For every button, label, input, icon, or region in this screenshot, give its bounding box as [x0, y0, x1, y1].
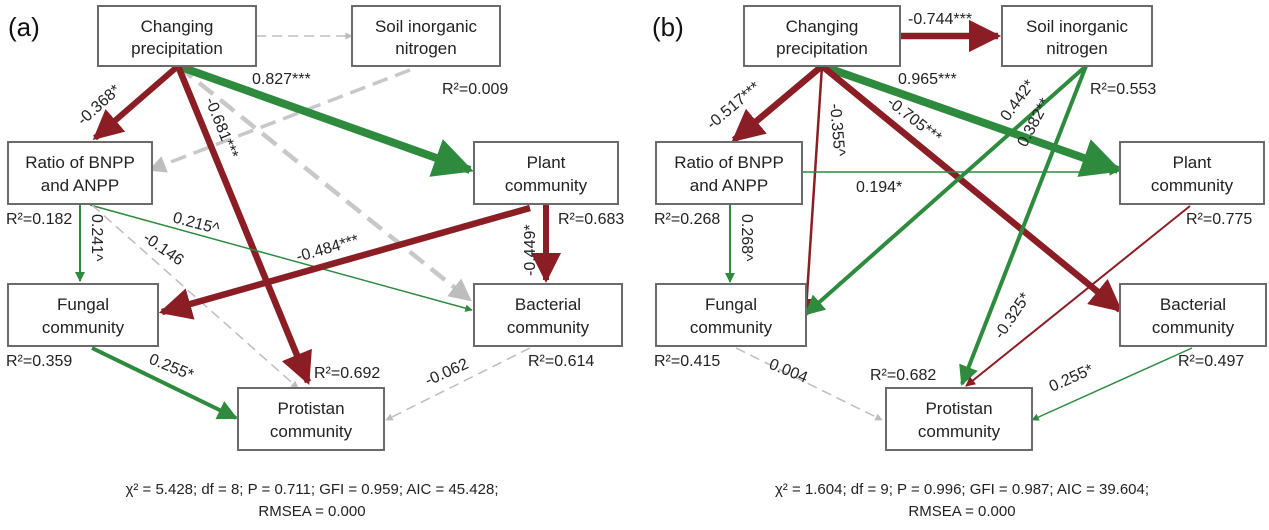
r2-b-plant: R²=0.775 [1186, 211, 1252, 228]
r2-a-protist: R²=0.692 [314, 365, 380, 382]
svg-text:precipitation: precipitation [131, 39, 223, 58]
node-b-ratio: Ratio of BNPP and ANPP [655, 141, 803, 205]
svg-text:community: community [507, 318, 590, 337]
node-b-soil: Soil inorganic nitrogen [1001, 5, 1153, 67]
node-a-protist: Protistan community [237, 387, 385, 451]
node-a-plant: Plant community [473, 141, 619, 205]
coef-a-ratio-fungal: 0.241^ [88, 214, 105, 262]
svg-text:community: community [1151, 176, 1234, 195]
svg-text:community: community [42, 318, 125, 337]
r2-a-ratio: R²=0.182 [6, 211, 72, 228]
path-a-precip-protist [174, 64, 312, 386]
panel-a-label: (a) [8, 12, 40, 42]
node-b-bacterial: Bacterial community [1119, 283, 1267, 347]
panel-a: (a) -0.368* 0.827*** -0.681*** 0.241^ 0.… [6, 5, 624, 520]
coef-a-plant-bacterial: -0.449* [522, 224, 539, 276]
panel-a-paths [75, 32, 561, 421]
svg-text:and ANPP: and ANPP [41, 176, 119, 195]
coef-b-precip-soil: -0.744*** [908, 11, 972, 28]
path-b-precip-plant [820, 62, 1122, 177]
coef-b-precip-fungal: -0.355^ [826, 103, 848, 158]
svg-text:precipitation: precipitation [776, 39, 868, 58]
path-a-precip-ratio [92, 63, 180, 141]
panel-b-label: (b) [652, 12, 684, 42]
panel-b: (b) -0.744*** -0.517*** 0.965*** -0.355^… [652, 5, 1267, 520]
svg-text:nitrogen: nitrogen [1046, 39, 1107, 58]
svg-text:and ANPP: and ANPP [690, 176, 768, 195]
coef-b-fungal-protist: 0.004 [767, 356, 811, 387]
svg-text:Protistan: Protistan [277, 399, 344, 418]
r2-a-soil: R²=0.009 [442, 81, 508, 98]
svg-text:Bacterial: Bacterial [515, 295, 581, 314]
node-a-soil: Soil inorganic nitrogen [351, 5, 501, 67]
svg-text:community: community [505, 176, 588, 195]
coef-a-precip-protist: -0.681*** [201, 95, 241, 161]
path-b-bacterial-protist [1031, 347, 1193, 421]
path-a-plant-fungal [158, 204, 531, 320]
path-a-ratio-bacterial [89, 204, 473, 312]
coef-b-bacterial-protist: 0.255* [1047, 361, 1096, 395]
svg-text:Fungal: Fungal [57, 295, 109, 314]
path-b-fungal-protist [735, 347, 883, 421]
coef-a-ratio-protist: -0.146 [140, 229, 187, 269]
coef-b-ratio-plant: 0.194* [856, 179, 902, 196]
svg-text:Changing: Changing [141, 17, 214, 36]
r2-b-protist: R²=0.682 [870, 367, 936, 384]
node-b-plant: Plant community [1119, 141, 1265, 205]
path-a-precip-plant [176, 62, 474, 177]
path-b-precip-ratio [731, 63, 825, 143]
fit-a-line-2: RMSEA = 0.000 [258, 503, 365, 520]
path-b-plant-protist [965, 205, 1191, 387]
r2-b-ratio: R²=0.268 [654, 211, 720, 228]
svg-text:Protistan: Protistan [925, 399, 992, 418]
panel-b-paths [725, 19, 1193, 421]
node-b-fungal: Fungal community [655, 283, 807, 347]
path-a-precip-bacterial [176, 64, 472, 302]
svg-text:Fungal: Fungal [705, 295, 757, 314]
coef-b-precip-plant: 0.965*** [898, 71, 957, 88]
fit-b-line-1: χ² = 1.604; df = 9; P = 0.996; GFI = 0.9… [775, 481, 1149, 498]
coef-b-ratio-fungal: 0.268^ [738, 214, 755, 262]
fit-b-line-2: RMSEA = 0.000 [908, 503, 1015, 520]
path-b-soil-fungal [804, 64, 1088, 316]
r2-a-plant: R²=0.683 [558, 211, 624, 228]
node-a-ratio: Ratio of BNPP and ANPP [7, 141, 153, 205]
r2-a-bacterial: R²=0.614 [528, 353, 594, 370]
svg-text:Bacterial: Bacterial [1160, 295, 1226, 314]
r2-a-fungal: R²=0.359 [6, 353, 72, 370]
svg-text:community: community [1152, 318, 1235, 337]
node-a-bacterial: Bacterial community [473, 283, 623, 347]
node-b-precip: Changing precipitation [743, 5, 901, 67]
path-a-bacterial-protist [385, 347, 531, 421]
svg-text:nitrogen: nitrogen [395, 39, 456, 58]
coef-a-bacterial-protist: -0.062 [423, 356, 471, 390]
svg-text:Soil inorganic: Soil inorganic [1026, 17, 1129, 36]
svg-text:Plant: Plant [1173, 153, 1212, 172]
svg-text:Soil inorganic: Soil inorganic [375, 17, 478, 36]
svg-text:Changing: Changing [786, 17, 859, 36]
r2-b-bacterial: R²=0.497 [1178, 353, 1244, 370]
svg-text:community: community [690, 318, 773, 337]
path-b-precip-fungal [800, 65, 824, 312]
fit-a-line-1: χ² = 5.428; df = 8; P = 0.711; GFI = 0.9… [126, 481, 499, 498]
svg-text:Plant: Plant [527, 153, 566, 172]
node-b-protist: Protistan community [885, 387, 1033, 451]
svg-text:Ratio of BNPP: Ratio of BNPP [25, 153, 135, 172]
path-a-fungal-protist [91, 346, 238, 420]
node-a-precip: Changing precipitation [97, 5, 257, 67]
node-a-fungal: Fungal community [7, 283, 159, 347]
r2-b-fungal: R²=0.415 [654, 353, 720, 370]
svg-text:community: community [270, 422, 353, 441]
path-a-ratio-protist [91, 204, 299, 389]
path-b-soil-protist [959, 65, 1088, 386]
r2-b-soil: R²=0.553 [1090, 81, 1156, 98]
svg-text:community: community [918, 422, 1001, 441]
svg-text:Ratio of BNPP: Ratio of BNPP [674, 153, 784, 172]
coef-a-precip-plant: 0.827*** [252, 71, 311, 88]
path-b-precip-bacterial [819, 63, 1123, 313]
